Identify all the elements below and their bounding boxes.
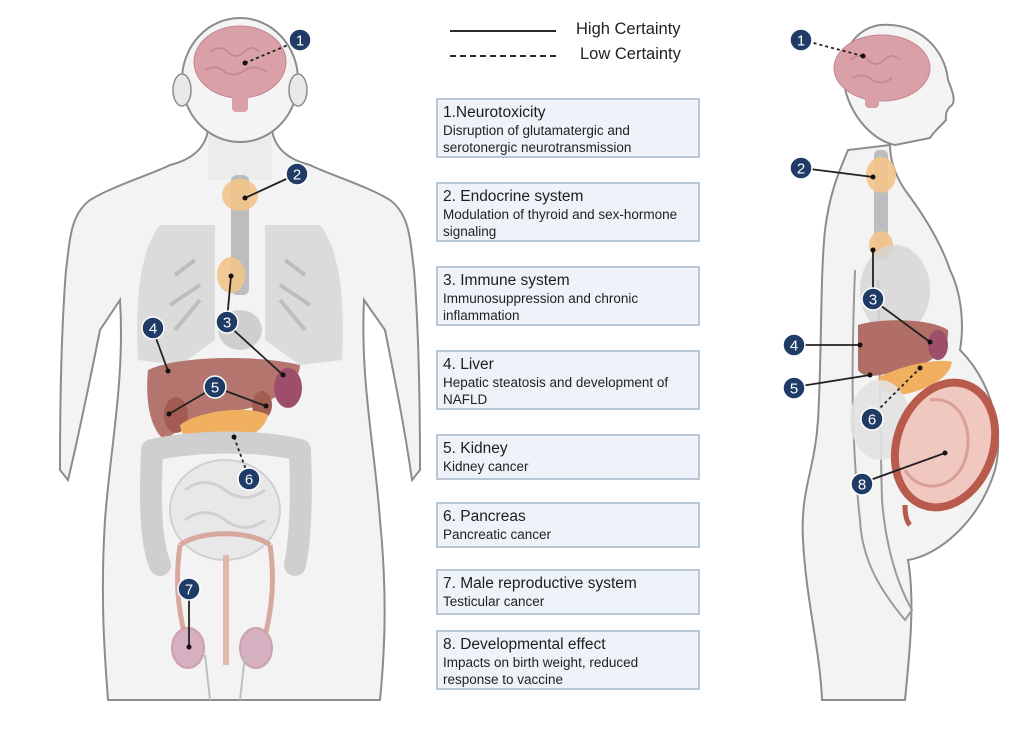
svg-text:3: 3: [223, 315, 231, 332]
connector-female-8: [861, 452, 946, 484]
female-uterus-fetus: [890, 378, 1000, 527]
connector-female-5: [794, 374, 871, 388]
male-ear-right: [288, 73, 308, 107]
badge-male-3[interactable]: 3: [215, 310, 239, 334]
number-badges: 1 2 3 4 5 6 7 1 2 3 4 5 6 8: [141, 28, 885, 601]
male-brain: [193, 25, 287, 112]
male-lungs: [137, 225, 343, 365]
female-brain: [833, 34, 931, 108]
effect-box-immune: 3. Immune system Immunosuppression and c…: [436, 266, 700, 326]
female-spleen: [928, 330, 948, 360]
legend-high-certainty: High Certainty: [448, 20, 718, 45]
svg-text:4: 4: [790, 338, 798, 355]
female-liver: [858, 320, 949, 376]
svg-text:4: 4: [149, 321, 157, 338]
badge-female-4[interactable]: 4: [782, 333, 806, 357]
effect-title: 8. Developmental effect: [443, 636, 606, 653]
dashed-line-icon: [450, 55, 556, 57]
effect-description: Hepatic steatosis and development of NAF…: [443, 375, 669, 407]
effect-box-liver: 4. Liver Hepatic steatosis and developme…: [436, 350, 700, 410]
effect-description: Pancreatic cancer: [443, 527, 552, 542]
connector-male-3b: [226, 323, 284, 376]
effect-description: Immunosuppression and chronic inflammati…: [443, 291, 639, 323]
effect-description: Modulation of thyroid and sex-hormone si…: [443, 207, 678, 239]
effect-description: Testicular cancer: [443, 594, 545, 609]
badge-male-5[interactable]: 5: [203, 375, 227, 399]
badge-female-8[interactable]: 8: [850, 472, 874, 496]
legend-low-label: Low Certainty: [580, 45, 681, 63]
effect-box-developmental: 8. Developmental effect Impacts on birth…: [436, 630, 700, 690]
badge-female-1[interactable]: 1: [789, 28, 813, 52]
svg-text:5: 5: [211, 380, 219, 397]
male-reproductive: [171, 531, 275, 669]
svg-text:1: 1: [296, 33, 304, 50]
solid-line-icon: [450, 30, 556, 32]
male-ear-left: [172, 73, 192, 107]
female-lungs: [860, 245, 930, 335]
effect-title: 5. Kidney: [443, 440, 508, 457]
badge-female-5[interactable]: 5: [782, 376, 806, 400]
effect-box-neurotoxicity: 1.Neurotoxicity Disruption of glutamater…: [436, 98, 700, 158]
connector-female-1: [801, 39, 864, 57]
svg-text:2: 2: [293, 167, 301, 184]
effect-description: Disruption of glutamatergic and serotone…: [443, 123, 632, 155]
connector-endpoints: [165, 53, 948, 650]
certainty-legend: High Certainty Low Certainty: [448, 20, 718, 70]
badge-male-7[interactable]: 7: [177, 577, 201, 601]
female-pancreas: [878, 360, 952, 396]
badge-male-1[interactable]: 1: [288, 28, 312, 52]
connector-female-2: [801, 167, 874, 178]
male-colon: [139, 431, 312, 576]
legend-low-certainty: Low Certainty: [448, 45, 718, 70]
effect-title: 6. Pancreas: [443, 508, 526, 525]
badge-female-3[interactable]: 3: [861, 287, 885, 311]
female-side-body: [801, 23, 1000, 701]
svg-text:8: 8: [858, 477, 866, 494]
badge-male-6[interactable]: 6: [237, 467, 261, 491]
male-thyroid: [222, 179, 258, 211]
effect-title: 3. Immune system: [443, 272, 570, 289]
effect-title: 2. Endocrine system: [443, 188, 584, 205]
effect-box-male-reproductive: 7. Male reproductive system Testicular c…: [436, 569, 700, 615]
badge-female-6[interactable]: 6: [860, 407, 884, 431]
effect-title: 4. Liver: [443, 356, 494, 373]
badge-male-4[interactable]: 4: [141, 316, 165, 340]
connector-female-3b: [872, 299, 931, 343]
svg-text:1: 1: [797, 33, 805, 50]
svg-text:3: 3: [869, 292, 877, 309]
effect-box-kidney: 5. Kidney Kidney cancer: [436, 434, 700, 480]
effect-box-endocrine: 2. Endocrine system Modulation of thyroi…: [436, 182, 700, 242]
male-front-body: [58, 17, 422, 701]
female-thyroid: [866, 157, 896, 193]
effect-title: 1.Neurotoxicity: [443, 104, 546, 121]
male-spleen: [274, 368, 302, 408]
svg-text:7: 7: [185, 582, 193, 599]
badge-male-2[interactable]: 2: [285, 162, 309, 186]
effect-title: 7. Male reproductive system: [443, 575, 637, 592]
effect-description: Impacts on birth weight, reduced respons…: [443, 655, 639, 687]
badge-female-2[interactable]: 2: [789, 156, 813, 180]
connector-female-6: [871, 367, 921, 417]
legend-high-label: High Certainty: [576, 20, 681, 38]
effect-box-pancreas: 6. Pancreas Pancreatic cancer: [436, 502, 700, 548]
male-small-intestine: [169, 459, 281, 561]
effect-description: Kidney cancer: [443, 459, 529, 474]
svg-text:6: 6: [245, 472, 253, 489]
svg-text:5: 5: [790, 381, 798, 398]
svg-text:2: 2: [797, 161, 805, 178]
svg-text:6: 6: [868, 412, 876, 429]
